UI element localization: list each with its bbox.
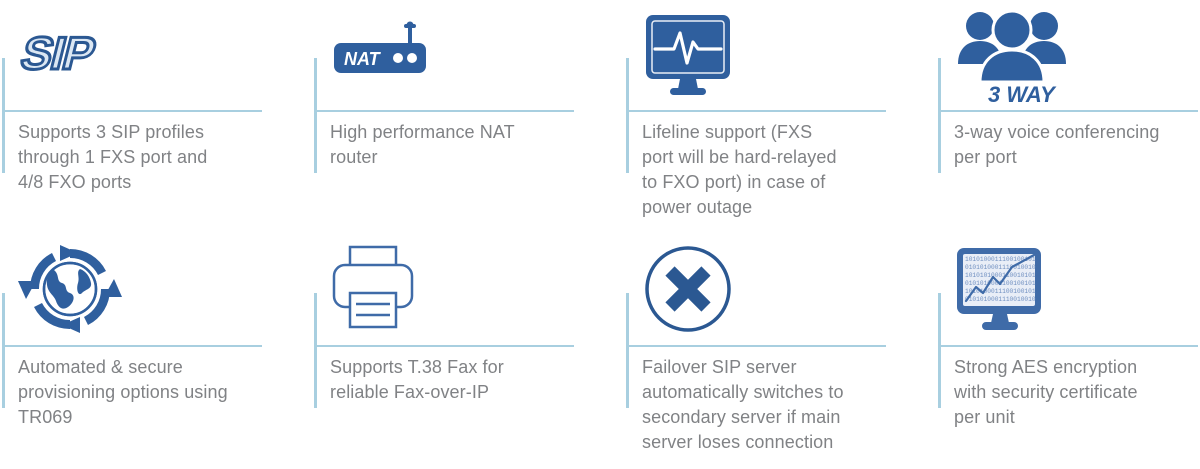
feature-caption: Supports 3 SIP profiles through 1 FXS po… — [18, 122, 208, 192]
svg-text:0101010001110010010: 0101010001110010010 — [965, 264, 1036, 271]
svg-text:1010100011100100101: 1010100011100100101 — [965, 288, 1036, 295]
feature-card-aes-encryption: 1010100011100100101 0101010001110010010 … — [936, 235, 1200, 469]
monitor-binary-chart-icon: 1010100011100100101 0101010001110010010 … — [952, 235, 1152, 343]
sip-logo-icon: SIP SIP — [16, 0, 216, 108]
horizontal-divider — [2, 110, 262, 112]
vertical-divider — [626, 58, 629, 173]
svg-text:0101010001110010010: 0101010001110010010 — [965, 296, 1036, 303]
feature-card-t38-fax: Supports T.38 Fax for reliable Fax-over-… — [312, 235, 612, 469]
feature-caption: Supports T.38 Fax for reliable Fax-over-… — [330, 357, 504, 402]
feature-card-lifeline-support: Lifeline support (FXS port will be hard-… — [624, 0, 924, 234]
printer-fax-icon — [328, 235, 528, 343]
nat-router-icon: NAT NAT — [328, 0, 528, 108]
circle-x-icon — [640, 235, 840, 343]
feature-caption: Lifeline support (FXS port will be hard-… — [642, 122, 837, 217]
feature-card-three-way-conferencing: 3 WAY 3 WAY 3-way voice conferencing per… — [936, 0, 1200, 234]
svg-text:1010100011100100101: 1010100011100100101 — [965, 256, 1036, 263]
svg-text:1010101000110010101: 1010101000110010101 — [965, 272, 1036, 279]
horizontal-divider — [2, 345, 262, 347]
vertical-divider — [314, 293, 317, 408]
horizontal-divider — [314, 345, 574, 347]
vertical-divider — [2, 293, 5, 408]
vertical-divider — [314, 58, 317, 173]
feature-caption: Strong AES encryption with security cert… — [954, 357, 1138, 427]
feature-caption: Failover SIP server automatically switch… — [642, 357, 844, 452]
vertical-divider — [2, 58, 5, 173]
feature-caption: High performance NAT router — [330, 122, 515, 167]
three-people-icon: 3 WAY 3 WAY — [952, 0, 1152, 108]
feature-card-nat-router: NAT NAT High performance NAT router — [312, 0, 612, 234]
horizontal-divider — [626, 110, 886, 112]
feature-caption: 3-way voice conferencing per port — [954, 122, 1160, 167]
svg-text:NAT: NAT — [344, 49, 382, 69]
three-way-label: 3 WAY — [988, 82, 1057, 104]
horizontal-divider — [314, 110, 574, 112]
feature-card-failover-sip-server: Failover SIP server automatically switch… — [624, 235, 924, 469]
feature-card-sip-profiles: SIP SIP Supports 3 SIP profiles through … — [0, 0, 300, 234]
vertical-divider — [938, 58, 941, 173]
vertical-divider — [626, 293, 629, 408]
feature-caption: Automated & secure provisioning options … — [18, 357, 228, 427]
monitor-pulse-icon — [640, 0, 840, 108]
feature-card-auto-provisioning: Automated & secure provisioning options … — [0, 235, 300, 469]
vertical-divider — [938, 293, 941, 408]
horizontal-divider — [938, 345, 1198, 347]
horizontal-divider — [938, 110, 1198, 112]
globe-refresh-icon — [16, 235, 216, 343]
svg-text:SIP: SIP — [16, 28, 100, 79]
horizontal-divider — [626, 345, 886, 347]
